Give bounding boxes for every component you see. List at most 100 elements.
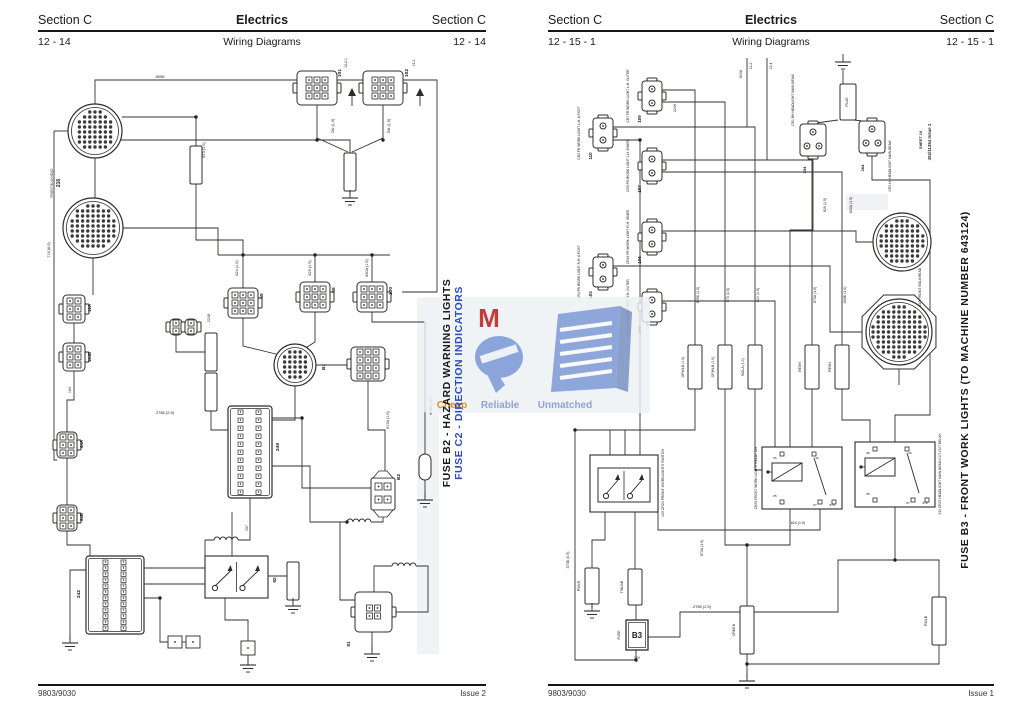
wire — [648, 507, 896, 638]
wire — [841, 389, 871, 442]
resv-symbol — [687, 344, 703, 390]
block-symbol — [227, 405, 273, 499]
wire — [339, 521, 357, 601]
diagram-label: 81 — [346, 641, 352, 647]
conn-symbol — [350, 591, 397, 633]
diagram-label: 873B (0.5) — [566, 552, 570, 569]
publication-number: 9803/9030 — [548, 689, 586, 698]
switchbox-symbol — [589, 454, 659, 513]
gnd-symbol — [835, 54, 851, 70]
page-number-left: 12 - 14 — [38, 36, 71, 48]
round-symbol — [62, 197, 124, 259]
wire — [122, 116, 197, 146]
diagram-label: CR2 FR WORK LIGHT L.H. A POST — [577, 106, 581, 159]
diagram-label: 824 (1.0) — [235, 260, 239, 276]
conn-symbol — [58, 342, 90, 372]
wire — [316, 105, 349, 153]
switchbox-symbol — [204, 555, 269, 599]
resv-symbol — [717, 344, 733, 390]
wire — [367, 381, 386, 478]
conn-symbol — [352, 281, 392, 313]
junction-dot — [241, 253, 245, 257]
wire — [303, 312, 316, 350]
round-symbol — [273, 343, 317, 387]
diagram-label: 106 — [637, 256, 642, 264]
wire — [747, 645, 940, 665]
diagram-label: 242 — [76, 590, 82, 598]
wire — [662, 159, 813, 345]
wire — [895, 559, 940, 597]
diagram-label: 100 — [388, 287, 394, 295]
junction-dot — [893, 558, 897, 562]
watermark-book-icon — [551, 306, 632, 392]
diagram-label: UPWLB (1.0) — [681, 357, 685, 378]
conn-symbol — [52, 504, 82, 532]
fuse-circuit-title: FUSE B2 - HAZARD WARNING LIGHTS — [441, 279, 453, 488]
wire — [373, 565, 392, 592]
resv-symbol — [584, 567, 600, 605]
diagram-label: OU (1.0) — [331, 118, 335, 133]
wire — [53, 131, 57, 461]
watermark-underlay — [417, 194, 888, 654]
wire — [611, 265, 866, 333]
resv-symbol — [834, 344, 850, 390]
junction-dot — [381, 138, 385, 142]
diagram-label: 88 — [331, 287, 337, 293]
gnd-symbol — [285, 598, 301, 614]
resv-symbol — [804, 344, 820, 390]
junction-dot — [745, 543, 749, 547]
conn3-symbol — [799, 120, 827, 160]
header-rule — [38, 30, 486, 32]
diagram-label: CR5 FR WORK LIGHT L.H. INNER — [626, 139, 630, 191]
diagram-label: 873A (1.0) — [700, 540, 704, 557]
diagram-label: 829 (1.5) — [308, 260, 312, 276]
conn-symbol — [292, 70, 342, 106]
wire — [662, 300, 776, 447]
diagram-label: TWLBB — [620, 580, 624, 593]
diagram-label: FUSE — [617, 630, 621, 640]
wire — [210, 411, 228, 431]
junction-dot — [638, 138, 642, 142]
diagram-label: FRONT BULKHEAD — [50, 168, 54, 198]
diagram-label: 12-2 — [749, 62, 753, 69]
diagram-label: 451/11354 Issue 1 — [927, 123, 932, 160]
round-symbol — [861, 294, 937, 370]
wire — [69, 569, 86, 640]
gnd-symbol — [417, 492, 433, 508]
diagram-label: B2 — [396, 474, 402, 480]
right-page-header: Section C Electrics Section C 12 - 15 - … — [548, 13, 994, 48]
conn-symbol — [180, 318, 202, 336]
diagram-label: 107 — [637, 185, 642, 193]
junction-dot — [315, 138, 319, 142]
pill-symbol — [418, 453, 432, 481]
junction-dot — [370, 253, 374, 257]
left-page-header: Section C Electrics Section C 12 - 14 Wi… — [38, 13, 486, 48]
wire — [204, 539, 214, 556]
sq-symbol — [185, 635, 201, 649]
wire — [123, 227, 219, 255]
wire — [662, 89, 696, 345]
wire — [175, 335, 205, 353]
diagram-label: 216 FRONT BULKHEAD — [918, 267, 922, 306]
wire — [871, 151, 931, 442]
watermark-tagline-word: Reliable — [481, 400, 520, 411]
watermark-tagline-word: Unmatched — [538, 400, 592, 411]
resv-symbol — [286, 561, 300, 601]
diagram-label: 873A (1.0) — [386, 411, 390, 429]
fuse-circuit-title: FUSE C2 - DIRECTION INDICATORS — [453, 286, 465, 480]
conn2-symbol — [588, 253, 618, 291]
conn-symbol — [223, 287, 263, 319]
diagram-label: 824 (1.0) — [791, 521, 805, 525]
wire — [120, 139, 351, 153]
diagram-label: 109 — [637, 115, 642, 123]
wire — [591, 512, 606, 568]
diagram-label: 157 — [245, 525, 249, 531]
block-symbol — [85, 555, 145, 635]
diagram-label: 242 CR23 HEADLIGHT MAIN BEAM CUT-OUT REL… — [938, 433, 942, 515]
fuse-circuit-title: FUSE B3 - FRONT WORK LIGHTS (TO MACHINE … — [959, 211, 971, 569]
diagram-label: GN (1.0) — [387, 118, 391, 133]
wire — [575, 389, 696, 431]
resv-symbol — [204, 332, 218, 372]
